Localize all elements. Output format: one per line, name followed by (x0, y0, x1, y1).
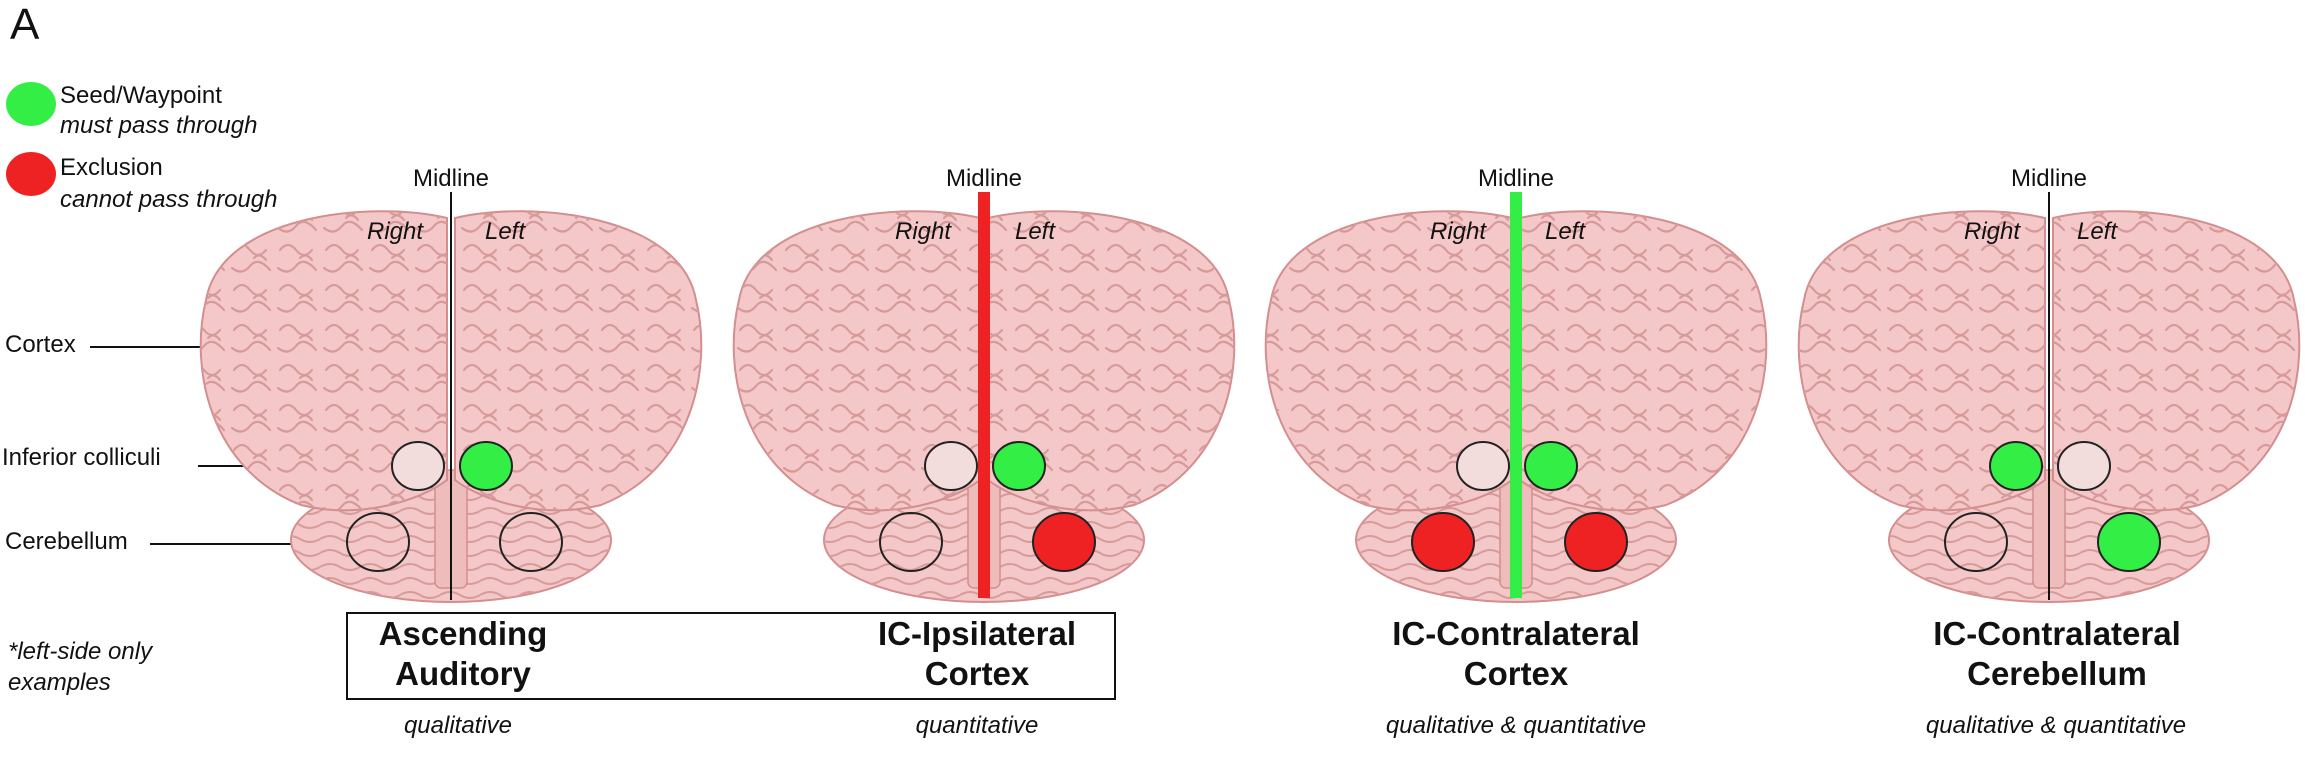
ic-right-circle (924, 441, 978, 491)
left-hemisphere-gyri (1520, 211, 1767, 511)
cerebellum-left-circle (2097, 512, 2161, 572)
ic-right-circle (391, 441, 445, 491)
left-label: Left (1544, 218, 1586, 245)
cerebellum-right-circle (1944, 512, 2008, 572)
panel-subtitle: qualitative & quantitative (1925, 712, 2187, 739)
panel-letter: A (10, 0, 40, 49)
panel-subtitle: qualitative & quantitative (1385, 712, 1647, 739)
left-label: Left (484, 218, 526, 245)
right-hemisphere-gyri (733, 211, 980, 511)
cerebellum-right-circle (346, 512, 410, 572)
ic-right-circle (1989, 441, 2043, 491)
ic-left-circle (459, 441, 513, 491)
panel-subtitle: qualitative (403, 712, 513, 739)
colliculi-label: Inferior colliculi (2, 444, 161, 471)
legend-exclusion-desc: cannot pass through (60, 186, 278, 213)
cerebellum-label: Cerebellum (5, 528, 128, 555)
left-hemisphere-gyri (455, 211, 702, 511)
ic-right-circle (1456, 441, 1510, 491)
right-hemisphere-gyri (1798, 211, 2045, 511)
panel-subtitle: quantitative (915, 712, 1039, 739)
panel-title-line: Ascending (378, 615, 548, 652)
panel-title-line: IC-Contralateral (1933, 615, 2181, 652)
right-label: Right (894, 218, 952, 245)
title-box (346, 612, 1116, 700)
left-hemisphere-gyri (988, 211, 1235, 511)
legend: Seed/Waypoint must pass through Exclusio… (0, 80, 330, 220)
legend-exclusion-title: Exclusion (60, 154, 163, 181)
brain-ic-contralateral-cortex (1264, 192, 1768, 603)
panel-title-line: Cerebellum (1967, 655, 2147, 692)
cerebellum-left-circle (1032, 512, 1096, 572)
cerebellum-right-circle (1411, 512, 1475, 572)
panel-title: IC-Ipsilateral Cortex (817, 614, 1137, 694)
ic-left-circle (992, 441, 1046, 491)
left-label: Left (2076, 218, 2118, 245)
cerebellum-left-circle (499, 512, 563, 572)
left-label: Left (1014, 218, 1056, 245)
midline-label: Midline (1477, 165, 1555, 192)
brain-ic-ipsilateral-cortex (732, 192, 1236, 603)
midline-label: Midline (2010, 165, 2088, 192)
legend-seed-desc: must pass through (60, 112, 258, 139)
cortex-leader-line (90, 346, 205, 348)
panel-title-line: Cortex (924, 655, 1030, 692)
panel-title-line: Auditory (395, 655, 531, 692)
ic-left-circle (1524, 441, 1578, 491)
panel-title: IC-Contralateral Cerebellum (1897, 614, 2217, 694)
legend-seed-swatch (6, 82, 56, 126)
panel-title: Ascending Auditory (303, 614, 623, 694)
cerebellum-right-circle (879, 512, 943, 572)
footnote-line: *left-side only (8, 638, 153, 665)
legend-exclusion-swatch (6, 152, 56, 196)
ic-left-circle (2057, 441, 2111, 491)
midline-label: Midline (945, 165, 1023, 192)
brain-ic-contralateral-cerebellum (1797, 192, 2301, 603)
panel-title: IC-Contralateral Cortex (1356, 614, 1676, 694)
brain-ascending-auditory (199, 192, 703, 603)
cortex-label: Cortex (5, 331, 76, 358)
cerebellum-left-circle (1564, 512, 1628, 572)
right-label: Right (366, 218, 424, 245)
cerebellum-leader-line (150, 543, 350, 545)
footnote: *left-side only examples (8, 636, 152, 698)
legend-seed-title: Seed/Waypoint (60, 82, 222, 109)
footnote-line: examples (8, 669, 111, 696)
right-hemisphere-gyri (200, 211, 447, 511)
left-hemisphere-gyri (2053, 211, 2300, 511)
panel-title-line: IC-Ipsilateral (877, 615, 1077, 652)
right-label: Right (1963, 218, 2021, 245)
panel-title-line: IC-Contralateral (1392, 615, 1640, 652)
right-label: Right (1429, 218, 1487, 245)
panel-title-line: Cortex (1463, 655, 1569, 692)
midline-label: Midline (412, 165, 490, 192)
right-hemisphere-gyri (1265, 211, 1512, 511)
